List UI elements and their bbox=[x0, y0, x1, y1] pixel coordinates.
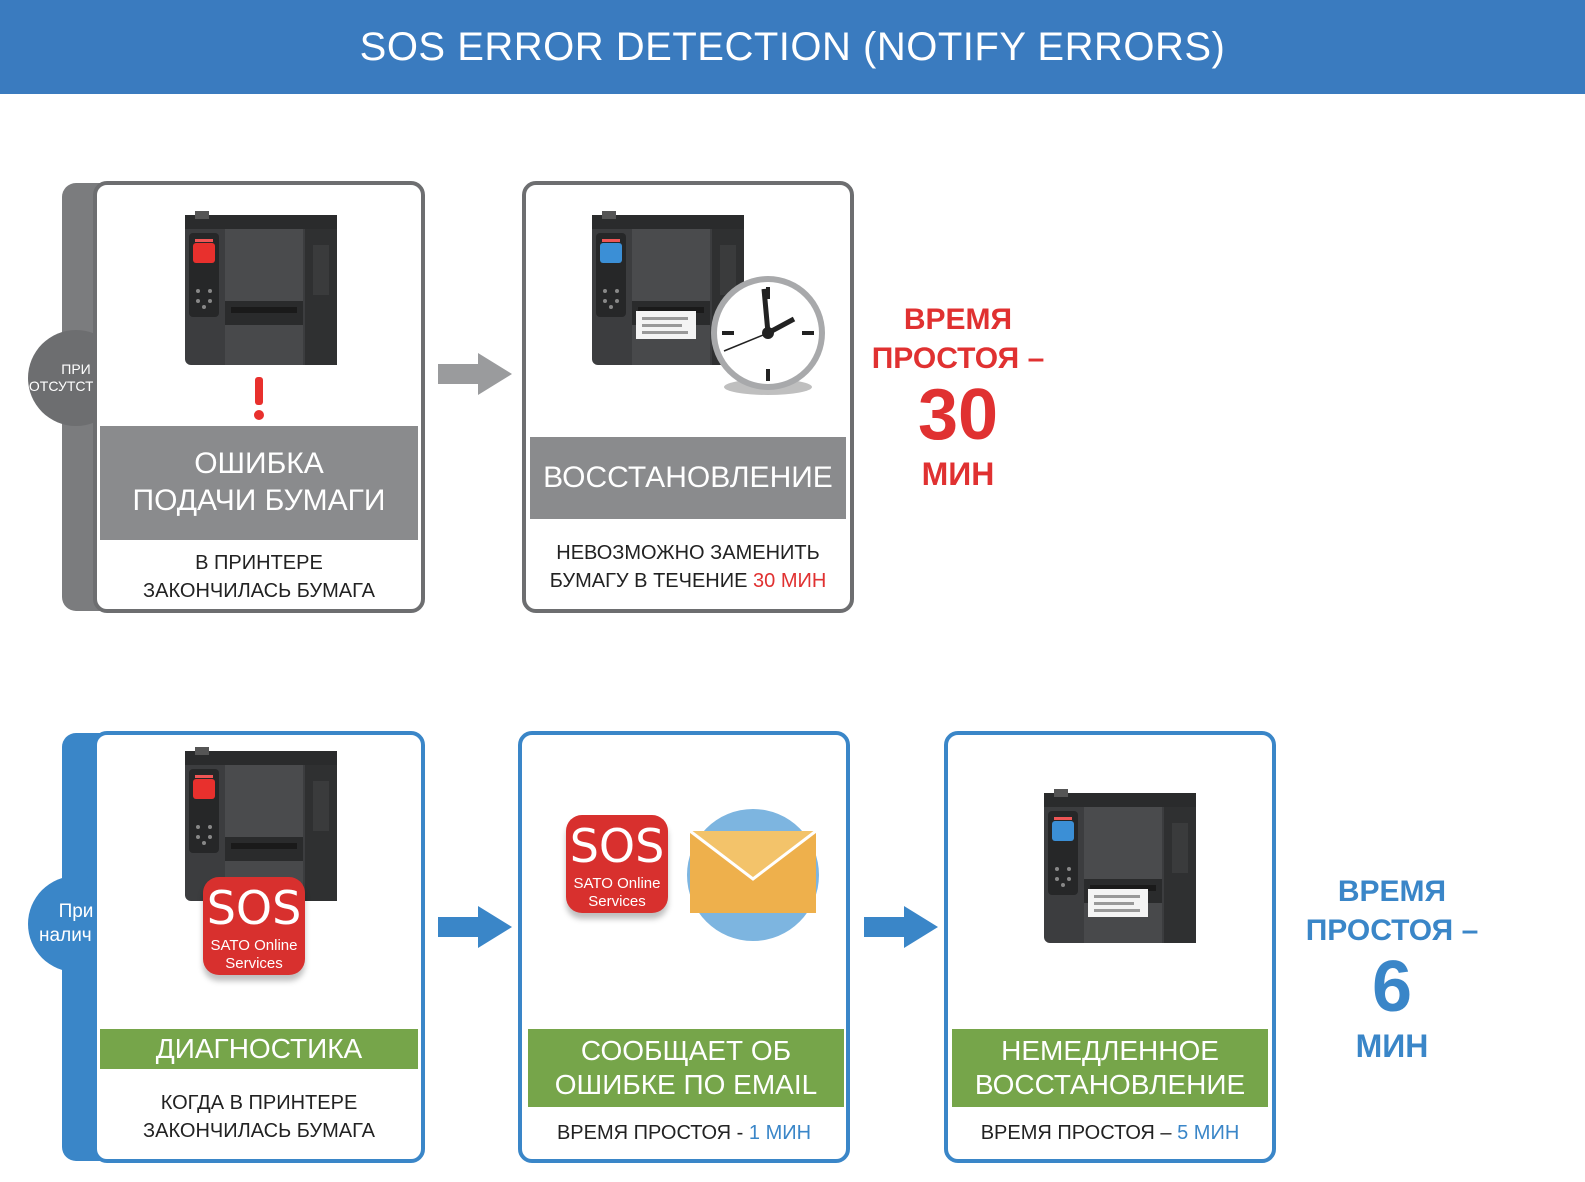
arrow-right-icon bbox=[438, 353, 512, 395]
caption-line: ЗАКОНЧИЛАСЬ БУМАГА bbox=[143, 580, 375, 602]
downtime-unit: МИН bbox=[1355, 1027, 1429, 1064]
badge-line: При bbox=[58, 901, 94, 923]
step-title-line: ВОССТАНОВЛЕНИЕ bbox=[974, 1069, 1246, 1100]
step-title-band: ОШИБКА ПОДАЧИ БУМАГИ bbox=[100, 426, 418, 540]
step-title: ВОССТАНОВЛЕНИЕ bbox=[543, 460, 833, 494]
step-title: ДИАГНОСТИКА bbox=[155, 1032, 363, 1064]
downtime-value: 30 bbox=[917, 375, 999, 455]
caption-line: КОГДА В ПРИНТЕРЕ bbox=[160, 1092, 358, 1114]
printer-icon bbox=[588, 211, 748, 371]
step-title-line: ОШИБКЕ ПО EMAIL bbox=[554, 1069, 818, 1100]
caption-highlight: 1 МИН bbox=[748, 1122, 812, 1144]
clock-icon bbox=[711, 276, 825, 395]
sos-logo-title: SOS bbox=[569, 819, 665, 873]
printer-error-icon bbox=[181, 747, 341, 907]
sos-line: Services bbox=[225, 955, 283, 972]
step-title-band: НЕМЕДЛЕННОЕ ВОССТАНОВЛЕНИЕ bbox=[952, 1029, 1268, 1107]
caption-highlight: 30 МИН bbox=[753, 570, 827, 592]
caption-line: НЕВОЗМОЖНО ЗАМЕНИТЬ bbox=[556, 542, 820, 564]
badge-line: ПРИ bbox=[61, 360, 91, 377]
caption-line: БУМАГУ В ТЕЧЕНИЕ 30 МИН bbox=[526, 567, 850, 595]
downtime-label: ВРЕМЯ bbox=[903, 303, 1013, 336]
downtime-value: 6 bbox=[1371, 947, 1413, 1027]
printer-icon bbox=[1040, 789, 1200, 949]
sos-line: SATO Online bbox=[210, 937, 298, 954]
arrow-right-icon bbox=[864, 906, 938, 948]
caption-line: В ПРИНТЕРЕ bbox=[195, 552, 323, 574]
caption-text: БУМАГУ В ТЕЧЕНИЕ bbox=[549, 570, 754, 592]
step-card-recovery: ВОССТАНОВЛЕНИЕ НЕВОЗМОЖНО ЗАМЕНИТЬ БУМАГ… bbox=[522, 181, 854, 613]
step-title-band: ВОССТАНОВЛЕНИЕ bbox=[530, 437, 846, 519]
step-title-line: НЕМЕДЛЕННОЕ bbox=[1001, 1034, 1219, 1066]
caption-line: ЗАКОНЧИЛАСЬ БУМАГА bbox=[143, 1120, 375, 1142]
step-title-band: СООБЩАЕТ ОБ ОШИБКЕ ПО EMAIL bbox=[528, 1029, 844, 1107]
step-caption: НЕВОЗМОЖНО ЗАМЕНИТЬ БУМАГУ В ТЕЧЕНИЕ 30 … bbox=[526, 539, 850, 595]
downtime-label: ПРОСТОЯ – bbox=[871, 342, 1045, 375]
step-title-line: ПОДАЧИ БУМАГИ bbox=[132, 484, 386, 517]
downtime-label: ВРЕМЯ bbox=[1337, 875, 1447, 908]
sos-line: Services bbox=[588, 893, 646, 910]
step-caption: ВРЕМЯ ПРОСТОЯ - 1 МИН bbox=[522, 1119, 846, 1147]
step-card-immediate-recovery: НЕМЕДЛЕННОЕ ВОССТАНОВЛЕНИЕ ВРЕМЯ ПРОСТОЯ… bbox=[944, 731, 1276, 1163]
step-card-paper-error: ОШИБКА ПОДАЧИ БУМАГИ В ПРИНТЕРЕ ЗАКОНЧИЛ… bbox=[93, 181, 425, 613]
arrow-right-icon bbox=[438, 906, 512, 948]
sos-logo-title: SOS bbox=[206, 881, 302, 935]
downtime-with: ВРЕМЯ ПРОСТОЯ – 6 МИН bbox=[1292, 872, 1492, 1067]
caption-text: ВРЕМЯ ПРОСТОЯ - bbox=[556, 1122, 749, 1144]
printer-error-icon bbox=[181, 211, 341, 371]
step-caption: ВРЕМЯ ПРОСТОЯ – 5 МИН bbox=[948, 1119, 1272, 1147]
envelope-icon bbox=[687, 809, 819, 941]
step-title-line: ОШИБКА bbox=[194, 447, 324, 481]
step-caption: КОГДА В ПРИНТЕРЕ ЗАКОНЧИЛАСЬ БУМАГА bbox=[97, 1089, 421, 1145]
caption-highlight: 5 МИН bbox=[1177, 1122, 1240, 1144]
downtime-unit: МИН bbox=[921, 455, 995, 492]
downtime-without: ВРЕМЯ ПРОСТОЯ – 30 МИН bbox=[858, 300, 1058, 495]
step-caption: В ПРИНТЕРЕ ЗАКОНЧИЛАСЬ БУМАГА bbox=[97, 549, 421, 605]
sos-line: SATO Online bbox=[573, 875, 661, 892]
caption-text: ВРЕМЯ ПРОСТОЯ – bbox=[980, 1122, 1178, 1144]
page-title: SOS ERROR DETECTION (NOTIFY ERRORS) bbox=[0, 0, 1585, 94]
exclamation-icon bbox=[254, 377, 264, 420]
downtime-label: ПРОСТОЯ – bbox=[1305, 914, 1479, 947]
step-title-band: ДИАГНОСТИКА bbox=[100, 1029, 418, 1069]
step-title-line: СООБЩАЕТ ОБ bbox=[580, 1034, 792, 1066]
